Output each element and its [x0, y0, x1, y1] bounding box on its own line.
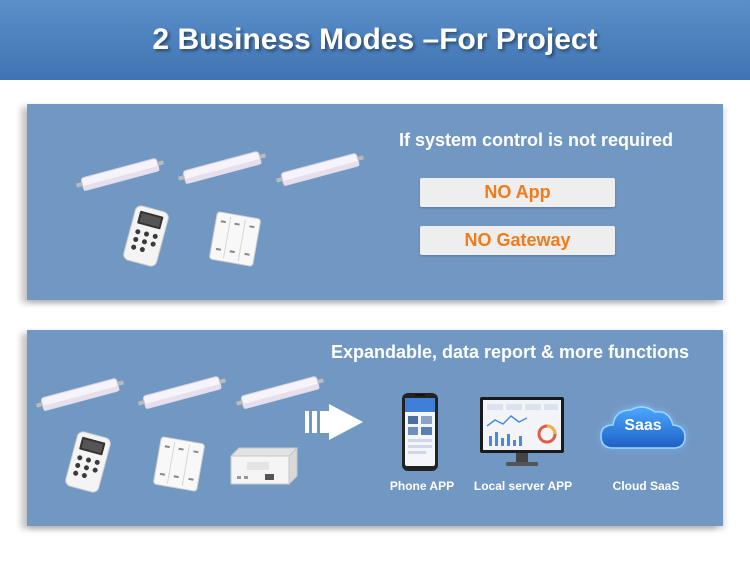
led-tube-icon — [236, 376, 324, 409]
panel1-heading: If system control is not required — [399, 130, 674, 150]
caption-phone-app: Phone APP — [389, 479, 455, 493]
wall-switch-icon — [153, 436, 205, 492]
arrow-right-icon — [305, 404, 363, 440]
led-tube-icon — [76, 158, 164, 191]
led-tube-icon — [276, 153, 364, 186]
gateway-device-icon — [229, 446, 299, 486]
caption-local-server-app: Local server APP — [473, 479, 573, 493]
remote-control-icon — [123, 205, 169, 267]
caption-cloud-saas: Cloud SaaS — [612, 479, 680, 493]
no-app-label: NO App — [420, 178, 615, 207]
cloud-saas-icon: Saas — [595, 396, 691, 456]
page-title: 2 Business Modes –For Project — [152, 23, 598, 56]
wall-switch-icon — [209, 211, 261, 267]
cloud-label: Saas — [624, 417, 662, 434]
led-tube-icon — [138, 376, 226, 409]
panel-no-system-control: If system control is not required NO App… — [27, 104, 723, 300]
panel-expandable: Expandable, data report & more functions — [27, 330, 723, 526]
panel2-heading: Expandable, data report & more functions — [331, 342, 690, 362]
led-tube-icon — [36, 378, 124, 411]
remote-control-icon — [65, 431, 111, 493]
led-tube-icon — [178, 151, 266, 184]
title-bar: 2 Business Modes –For Project — [0, 0, 750, 80]
no-gateway-label: NO Gateway — [420, 226, 615, 255]
phone-app-icon — [402, 393, 438, 471]
local-server-app-icon — [480, 397, 564, 466]
